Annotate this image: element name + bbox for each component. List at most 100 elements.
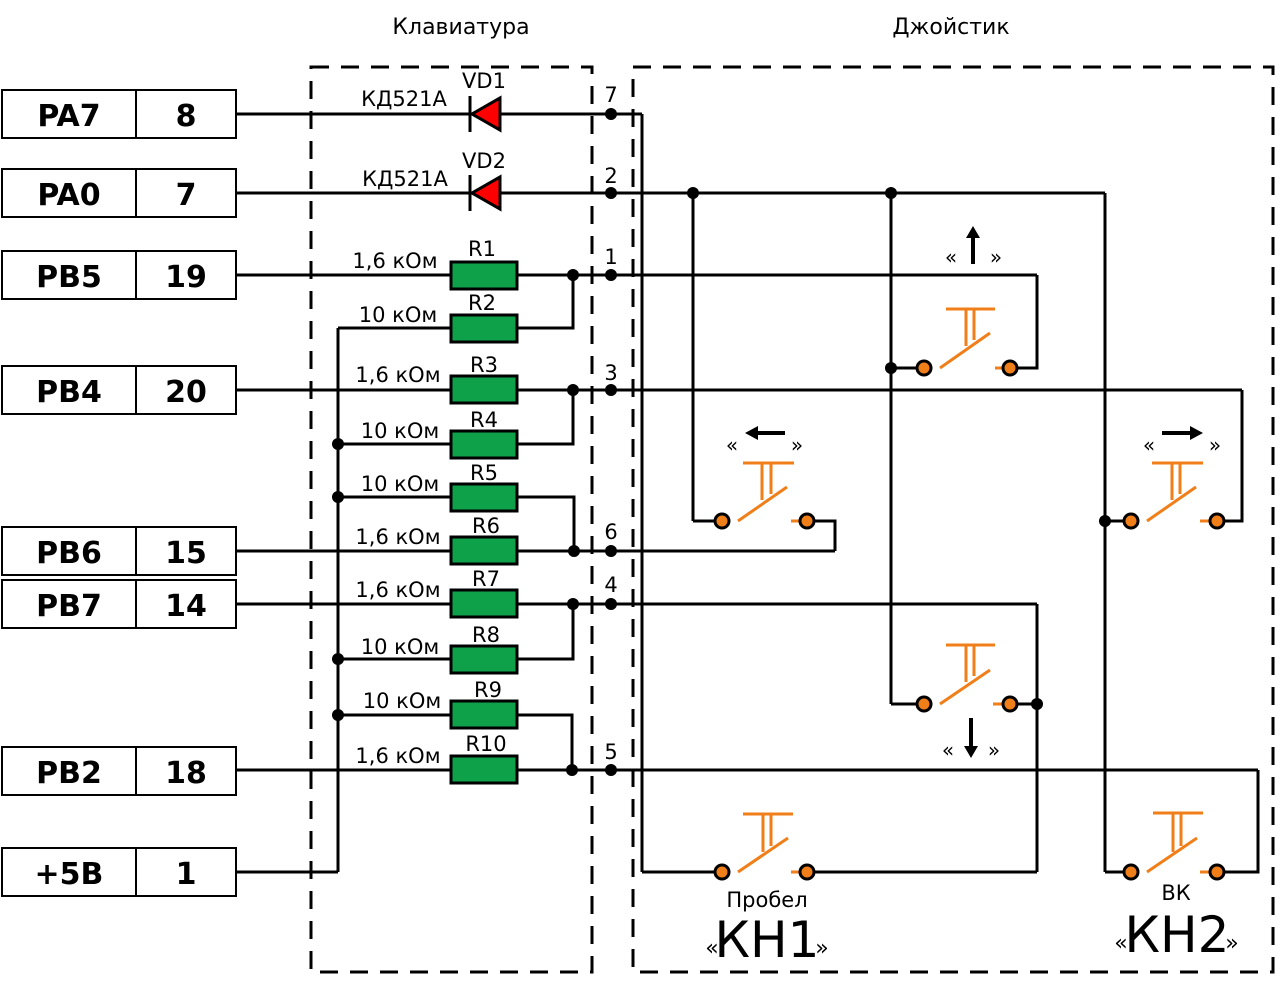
keyboard-box xyxy=(309,65,594,974)
quote-open: « xyxy=(942,738,954,762)
port-label: PB4 xyxy=(36,375,102,410)
resistors: R1 1,6 кОм R2 10 кОм R3 1,6 кОм R4 10 кО… xyxy=(352,237,519,785)
quote-open: « xyxy=(705,936,718,961)
wires-left xyxy=(236,112,1258,874)
port-label: +5В xyxy=(35,857,104,892)
resistor-ref: R5 xyxy=(470,461,498,485)
resistor-ref: R2 xyxy=(468,291,496,315)
pin-pb7: PB7 14 xyxy=(1,579,237,629)
arrow-up-icon xyxy=(966,226,980,264)
quote-open: « xyxy=(1143,433,1155,457)
connector-number: 7 xyxy=(604,83,617,107)
diode-vd2: VD2 КД521А xyxy=(362,149,506,212)
connector-number: 2 xyxy=(604,164,617,188)
kn1-caption: Пробел xyxy=(726,888,807,912)
diode-icon xyxy=(468,95,502,133)
connector-number: 6 xyxy=(604,520,617,544)
resistor-r7: R7 1,6 кОм xyxy=(355,567,519,619)
resistor-ref: R9 xyxy=(474,678,502,702)
switch-up: « » xyxy=(915,226,1019,377)
resistor-value: 1,6 кОм xyxy=(355,363,440,387)
resistor-value: 1,6 кОм xyxy=(355,744,440,768)
quote-open: « xyxy=(1114,931,1127,956)
pin-number: 14 xyxy=(165,589,207,624)
resistor-ref: R3 xyxy=(470,353,498,377)
kn1-name: КН1 xyxy=(715,911,820,969)
resistor-r10: R10 1,6 кОм xyxy=(355,732,519,785)
port-label: PB2 xyxy=(36,756,102,791)
arrow-left-icon xyxy=(745,426,785,440)
arrow-down-icon xyxy=(964,718,978,758)
resistor-value: 1,6 кОм xyxy=(355,578,440,602)
pin-pb6: PB6 15 xyxy=(1,526,237,576)
resistor-ref: R8 xyxy=(472,623,500,647)
quote-close: » xyxy=(1225,931,1238,956)
keyboard-title: Клавиатура xyxy=(392,15,529,40)
resistor-ref: R6 xyxy=(472,514,500,538)
connector-pins: 7 2 1 3 6 4 5 xyxy=(604,83,618,776)
diode-vd1: VD1 КД521А xyxy=(361,69,506,133)
quote-close: » xyxy=(815,936,828,961)
resistor-value: 10 кОм xyxy=(361,472,439,496)
switch-kn2: ВК « КН2 » xyxy=(1114,811,1239,964)
port-label: PA7 xyxy=(37,99,100,134)
connector-number: 4 xyxy=(604,573,617,597)
resistor-ref: R1 xyxy=(468,237,496,261)
quote-close: » xyxy=(988,738,1000,762)
connector-number: 1 xyxy=(604,245,617,269)
switch-left: « » xyxy=(713,426,816,530)
kn2-name: КН2 xyxy=(1125,906,1230,964)
connector-number: 3 xyxy=(604,361,617,385)
resistor-value: 1,6 кОм xyxy=(355,525,440,549)
diode-part: КД521А xyxy=(361,87,447,111)
pin-number: 18 xyxy=(165,756,207,791)
quote-close: » xyxy=(990,245,1002,269)
resistor-value: 10 кОм xyxy=(361,635,439,659)
pin-pb4: PB4 20 xyxy=(1,365,237,415)
resistor-ref: R7 xyxy=(472,567,500,591)
port-label: PA0 xyxy=(37,178,100,213)
pin-pa7: PA7 8 xyxy=(1,89,237,139)
diode-ref: VD2 xyxy=(462,149,506,173)
junctions-left xyxy=(332,269,580,776)
diode-icon xyxy=(468,174,502,212)
resistor-value: 10 кОм xyxy=(363,689,441,713)
quote-open: « xyxy=(726,433,738,457)
resistor-ref: R10 xyxy=(465,732,506,756)
diode-ref: VD1 xyxy=(462,69,506,93)
port-label: PB6 xyxy=(36,536,102,571)
pin-number: 20 xyxy=(165,375,207,410)
resistor-r6: R6 1,6 кОм xyxy=(355,514,519,566)
pin-number: 7 xyxy=(176,178,197,213)
resistor-value: 10 кОм xyxy=(359,303,437,327)
resistor-ref: R4 xyxy=(470,408,498,432)
resistor-r2: R2 10 кОм xyxy=(359,291,519,344)
resistor-r5: R5 10 кОм xyxy=(361,461,519,513)
diode-part: КД521А xyxy=(362,167,448,191)
port-label: PB5 xyxy=(36,260,102,295)
resistor-r8: R8 10 кОм xyxy=(361,623,519,675)
joystick-title: Джойстик xyxy=(892,15,1009,40)
wires-joystick xyxy=(642,193,1260,874)
pin-number: 15 xyxy=(165,536,207,571)
resistor-r4: R4 10 кОм xyxy=(361,408,519,460)
quote-open: « xyxy=(945,245,957,269)
arrow-right-icon xyxy=(1162,426,1203,440)
resistor-r1: R1 1,6 кОм xyxy=(352,237,519,291)
pin-pb2: PB2 18 xyxy=(1,746,237,796)
kn2-caption: ВК xyxy=(1161,881,1190,905)
junctions-joystick xyxy=(687,187,1111,710)
resistor-r9: R9 10 кОм xyxy=(363,678,519,730)
pin-number: 19 xyxy=(165,260,207,295)
resistor-value: 1,6 кОм xyxy=(352,249,437,273)
joystick-box xyxy=(631,65,1275,974)
switch-down: « » xyxy=(915,643,1019,762)
pin-number: 8 xyxy=(176,99,197,134)
pin-pb5: PB5 19 xyxy=(1,250,237,300)
pin-pa0: PA0 7 xyxy=(1,168,237,218)
pin-5v: +5В 1 xyxy=(1,847,237,897)
switch-right: « » xyxy=(1122,426,1226,530)
connector-number: 5 xyxy=(604,740,617,764)
switch-kn1: Пробел « КН1 » xyxy=(705,812,829,969)
